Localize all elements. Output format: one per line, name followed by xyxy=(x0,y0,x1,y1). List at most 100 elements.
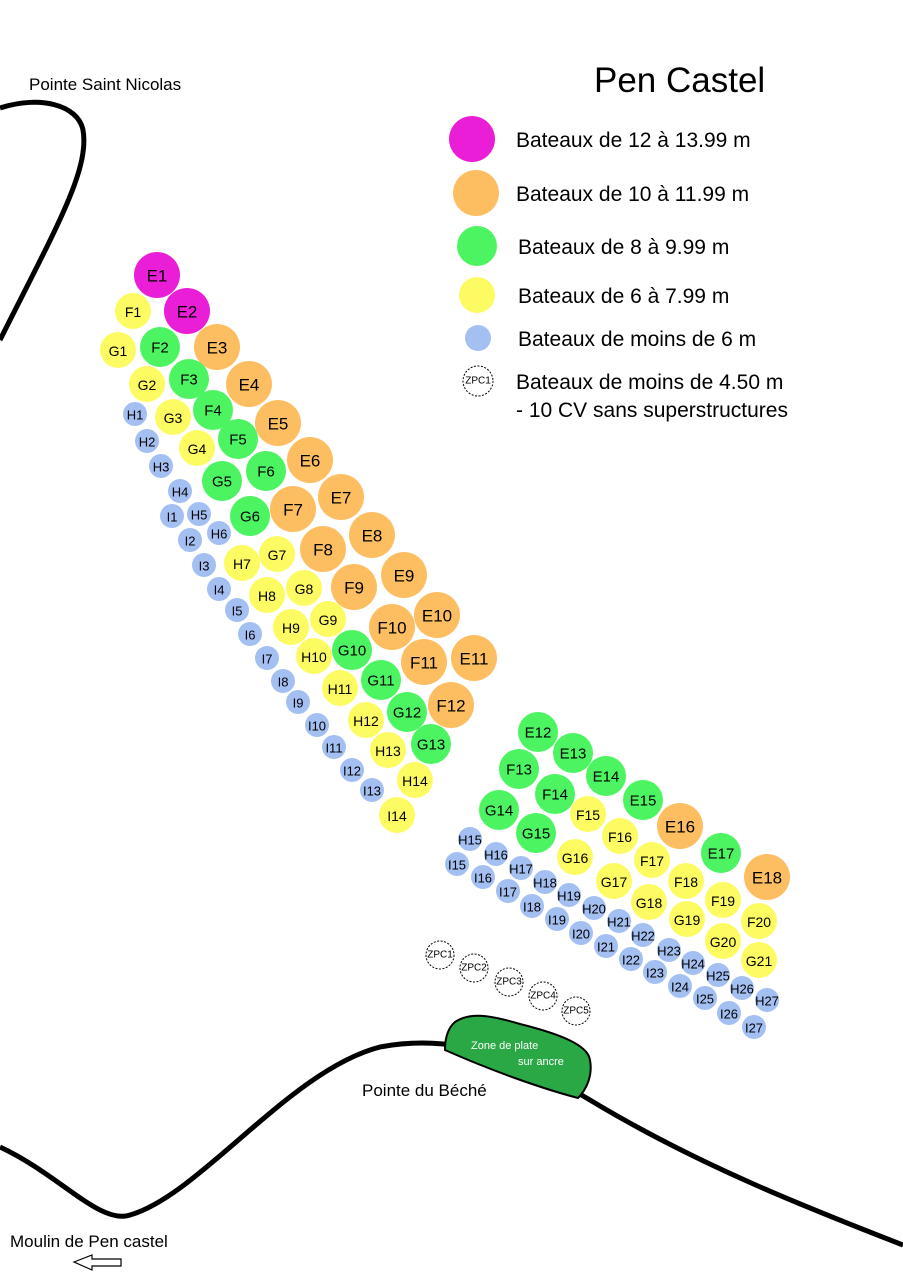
mooring-circle xyxy=(332,630,372,670)
mooring-label: I23 xyxy=(646,966,664,981)
mooring-label: G20 xyxy=(710,934,737,950)
mooring-circle xyxy=(401,639,447,685)
mooring-h13: H13 xyxy=(370,732,406,768)
mooring-circle xyxy=(178,528,202,552)
mooring-i8: I8 xyxy=(271,669,295,693)
mooring-circle xyxy=(135,429,159,453)
mooring-label: H1 xyxy=(127,408,144,423)
mooring-label: F6 xyxy=(257,464,275,481)
mooring-h11: H11 xyxy=(322,670,358,706)
mooring-h17: H17 xyxy=(509,856,533,880)
mooring-circle xyxy=(192,553,216,577)
mooring-circle xyxy=(741,942,777,978)
mooring-circle xyxy=(596,863,632,899)
mooring-label: G3 xyxy=(164,410,183,426)
mooring-circle xyxy=(594,934,618,958)
mooring-circle xyxy=(623,780,663,820)
mooring-g13: G13 xyxy=(411,724,451,764)
legend-zpc-label: ZPC1 xyxy=(465,376,491,387)
mooring-label: F3 xyxy=(180,372,198,389)
mooring-g1: G1 xyxy=(100,332,136,368)
mooring-i20: I20 xyxy=(569,921,593,945)
mooring-e17: E17 xyxy=(701,833,741,873)
mooring-f12: F12 xyxy=(428,682,474,728)
mooring-h9: H9 xyxy=(273,609,309,645)
mooring-label: F10 xyxy=(377,619,406,638)
mooring-circle xyxy=(300,526,346,572)
coastline-north xyxy=(0,99,87,342)
mooring-label: H9 xyxy=(282,620,300,636)
mooring-circle xyxy=(187,502,211,526)
mooring-label: H24 xyxy=(681,957,705,972)
legend-swatch xyxy=(462,365,494,397)
mooring-circle xyxy=(169,359,209,399)
mooring-label: H3 xyxy=(153,460,170,475)
mooring-f2: F2 xyxy=(140,327,180,367)
mooring-label: F7 xyxy=(283,501,303,520)
mooring-g19: G19 xyxy=(669,901,705,937)
mooring-circle xyxy=(270,486,316,532)
mooring-label: H20 xyxy=(582,902,606,917)
mooring-circle xyxy=(516,813,556,853)
mooring-circle xyxy=(414,592,460,638)
zpc-4: ZPC4 xyxy=(528,981,558,1011)
mooring-e18: E18 xyxy=(744,854,790,900)
mooring-label: E6 xyxy=(300,452,321,471)
mooring-circle xyxy=(668,863,704,899)
mooring-circle xyxy=(115,293,151,329)
mooring-circle xyxy=(657,938,681,962)
mooring-circle xyxy=(705,882,741,918)
mooring-circle xyxy=(586,756,626,796)
mooring-f8: F8 xyxy=(300,526,346,572)
zpc-label: ZPC4 xyxy=(530,991,556,1002)
zpc-2: ZPC2 xyxy=(459,953,489,983)
mooring-circle xyxy=(445,852,469,876)
zpc-circle xyxy=(561,996,591,1026)
mooring-label: G5 xyxy=(212,474,232,491)
zpc-circle xyxy=(425,940,455,970)
mooring-circle xyxy=(369,604,415,650)
zpc-circle xyxy=(459,953,489,983)
mooring-g20: G20 xyxy=(705,923,741,959)
mooring-e5: E5 xyxy=(255,400,301,446)
mooring-g9: G9 xyxy=(310,601,346,637)
mooring-h4: H4 xyxy=(168,479,192,503)
zpc-circle xyxy=(528,981,558,1011)
mooring-label: I2 xyxy=(185,534,196,549)
mooring-label: F9 xyxy=(344,579,364,598)
mooring-circle xyxy=(681,951,705,975)
mooring-label: H14 xyxy=(402,773,428,789)
mooring-label: I15 xyxy=(448,858,466,873)
mooring-circle xyxy=(381,552,427,598)
mooring-label: H12 xyxy=(353,713,379,729)
mooring-circle xyxy=(545,907,569,931)
mooring-circle xyxy=(259,536,295,572)
zpc-label: ZPC5 xyxy=(563,1006,589,1017)
mooring-label: H13 xyxy=(375,743,401,759)
mooring-i2: I2 xyxy=(178,528,202,552)
mooring-e11: E11 xyxy=(451,635,497,681)
mooring-h10: H10 xyxy=(296,638,332,674)
mooring-circle xyxy=(193,390,233,430)
mooring-circle xyxy=(496,879,520,903)
mooring-e9: E9 xyxy=(381,552,427,598)
mooring-h24: H24 xyxy=(681,951,705,975)
legend-swatch xyxy=(449,116,495,162)
mooring-f5: F5 xyxy=(218,419,258,459)
mooring-f7: F7 xyxy=(270,486,316,532)
mooring-circle xyxy=(123,402,147,426)
mooring-e14: E14 xyxy=(586,756,626,796)
mooring-circle xyxy=(701,833,741,873)
mooring-circle xyxy=(458,827,482,851)
mooring-circle xyxy=(286,690,310,714)
legend-label-2: - 10 CV sans superstructures xyxy=(516,399,788,422)
mooring-f20: F20 xyxy=(741,903,777,939)
zpc-3: ZPC3 xyxy=(494,967,524,997)
mooring-label: F2 xyxy=(151,340,169,357)
mooring-circle xyxy=(226,361,272,407)
mooring-f1: F1 xyxy=(115,293,151,329)
legend-swatch xyxy=(465,325,491,351)
mooring-label: I3 xyxy=(199,559,210,574)
mooring-label: E18 xyxy=(752,869,782,888)
